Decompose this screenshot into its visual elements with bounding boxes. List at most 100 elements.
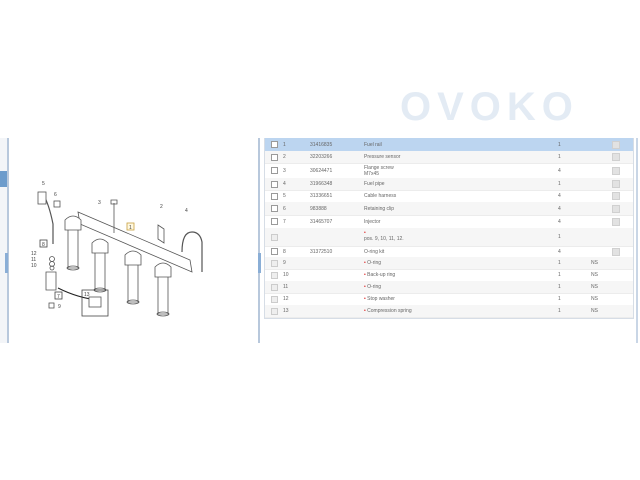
description-text: Back-up ring <box>367 272 396 278</box>
stop-washer <box>49 256 55 262</box>
callout-label[interactable]: 10 <box>31 263 37 269</box>
position-number: 10 <box>283 272 289 278</box>
note-icon[interactable] <box>612 180 620 188</box>
position-number: 12 <box>283 296 289 302</box>
callout-label[interactable]: 13 <box>84 292 90 298</box>
description: Fuel pipe <box>364 181 385 187</box>
row-checkbox[interactable] <box>271 283 278 291</box>
quantity: 4 <box>558 248 561 255</box>
description-text: Cable harness <box>364 193 397 199</box>
description-text: Fuel rail <box>364 141 382 148</box>
note-icon[interactable] <box>612 166 620 175</box>
description: O-ring kit <box>364 249 384 255</box>
callout-label[interactable]: 11 <box>31 257 36 263</box>
note-icon[interactable] <box>612 247 620 256</box>
part-number: 32203266 <box>310 154 333 160</box>
description-text: Compression spring <box>367 308 412 314</box>
part-number: 31966348 <box>310 181 333 187</box>
description-text: Flange screw <box>364 165 394 171</box>
callout-label[interactable]: 9 <box>58 304 61 310</box>
quantity: 1 <box>558 260 561 266</box>
left-panel-edge <box>0 138 9 343</box>
part-number: 31465707 <box>310 218 333 225</box>
callout-label[interactable]: 3 <box>98 200 101 206</box>
description-text: Pressure sensor <box>364 154 401 160</box>
left-splitter-handle[interactable] <box>5 253 8 273</box>
parts-diagram: 5 6 3 2 4 1 8 12 11 10 7 13 9 <box>10 140 256 340</box>
callout-label[interactable]: 1 <box>129 225 132 231</box>
bullet-icon: • <box>364 308 368 314</box>
description-text: Retaining clip <box>364 205 395 212</box>
note-icon[interactable] <box>612 192 620 200</box>
row-checkbox[interactable] <box>271 218 278 225</box>
note-icon[interactable] <box>612 140 620 149</box>
description: • Compression spring <box>364 308 412 314</box>
row-checkbox[interactable] <box>271 141 278 148</box>
quantity: 1 <box>558 234 561 240</box>
left-panel-tab[interactable] <box>0 171 7 187</box>
position-number: 3 <box>283 167 286 174</box>
description: Pressure sensor <box>364 154 400 160</box>
description: • O-ring <box>364 284 381 290</box>
table-row[interactable]: 1• pos. 9, 10, 11, 12. <box>265 228 633 247</box>
row-checkbox[interactable] <box>271 248 278 255</box>
callout-label[interactable]: 2 <box>160 204 163 210</box>
callout-box-8 <box>39 239 48 248</box>
callout-label[interactable]: 7 <box>57 294 60 300</box>
row-checkbox[interactable] <box>271 180 278 188</box>
row-checkbox[interactable] <box>271 153 278 161</box>
injector-cup-2 <box>91 238 109 293</box>
callout-label[interactable]: 8 <box>42 242 45 248</box>
row-checkbox[interactable] <box>271 307 278 315</box>
position-number: 13 <box>283 308 289 314</box>
quantity: 1 <box>558 308 561 314</box>
position-number: 6 <box>283 205 286 212</box>
description-detail: M7x45 <box>364 171 380 177</box>
row-checkbox[interactable] <box>271 167 278 174</box>
description: Retaining clip <box>364 206 394 212</box>
description-text: pos. 9, 10, 11, 12. <box>364 236 404 242</box>
description: Injector <box>364 219 380 225</box>
injector-cup-4 <box>154 262 172 317</box>
injector-cup-1 <box>64 215 82 271</box>
quantity: 4 <box>558 193 561 199</box>
row-checkbox[interactable] <box>271 233 278 241</box>
quantity: 1 <box>558 154 561 160</box>
row-checkbox[interactable] <box>271 192 278 200</box>
position-number: 9 <box>283 260 286 266</box>
note-icon[interactable] <box>612 204 620 213</box>
row-checkbox[interactable] <box>271 259 278 267</box>
fuel-pipe <box>181 231 203 272</box>
quantity: 1 <box>558 296 561 302</box>
ns-flag: NS <box>591 272 598 278</box>
panel-splitter[interactable] <box>258 138 261 343</box>
retaining-clip <box>53 200 61 208</box>
note-icon[interactable] <box>612 153 620 161</box>
callout-label[interactable]: 4 <box>185 208 188 214</box>
quantity: 4 <box>558 167 561 174</box>
position-number: 8 <box>283 248 286 255</box>
callout-label[interactable]: 12 <box>31 251 37 257</box>
row-checkbox[interactable] <box>271 205 278 212</box>
row-checkbox[interactable] <box>271 271 278 279</box>
callout-box-7 <box>54 291 63 300</box>
description-text: Fuel pipe <box>364 181 385 187</box>
part-number: 30624471 <box>310 167 333 174</box>
quantity: 4 <box>558 205 561 212</box>
note-icon[interactable] <box>612 217 620 226</box>
row-checkbox[interactable] <box>271 295 278 303</box>
splitter-handle[interactable] <box>258 253 261 273</box>
callout-label[interactable]: 6 <box>54 192 57 198</box>
ns-flag: NS <box>591 260 598 266</box>
callout-label[interactable]: 5 <box>42 181 45 187</box>
quantity: 1 <box>558 272 561 278</box>
